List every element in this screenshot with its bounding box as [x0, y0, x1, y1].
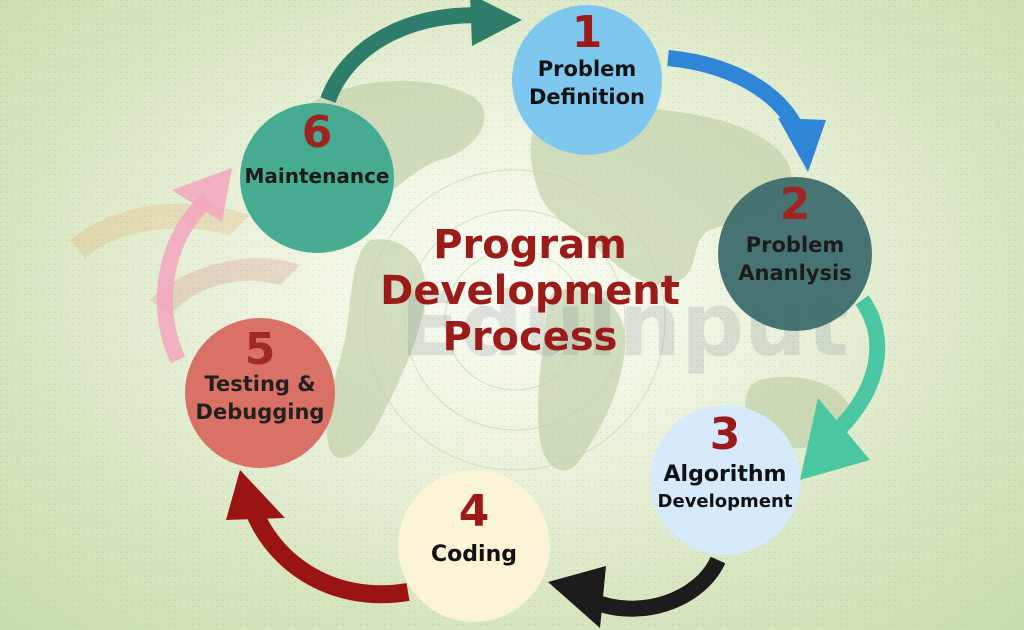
step-label-line: Debugging [195, 400, 325, 425]
arrow-5-to-6-head [172, 168, 232, 222]
step-number: 1 [571, 7, 603, 58]
step-number: 6 [301, 107, 333, 158]
title-line-1: Program [433, 222, 627, 268]
diagram-title: Program Development Process [360, 222, 700, 360]
step-label-line: Development [657, 490, 793, 512]
arrow-5-to-6 [157, 193, 214, 364]
arrow-4-to-5 [241, 497, 410, 604]
step-label: Maintenance [240, 163, 394, 190]
arrow-6-to-1 [320, 7, 491, 104]
step-label-line: Ananlysis [738, 261, 852, 286]
step-number: 2 [779, 179, 811, 230]
step-label-line: Maintenance [244, 164, 390, 188]
step-node-problem-definition: 1 Problem Definition [512, 5, 662, 155]
step-label: Problem Definition [512, 55, 662, 112]
step-node-testing-debugging: 5 Testing & Debugging [185, 318, 335, 468]
step-label: Algorithm Development [650, 460, 800, 514]
step-number: 4 [458, 486, 490, 537]
arrow-4-to-5-head [226, 470, 285, 520]
background-rings [364, 169, 666, 471]
arrow-3-to-4-head [548, 566, 606, 628]
step-label-line: Problem [745, 233, 845, 257]
arrow-6-to-1-head [470, 0, 522, 46]
step-node-algorithm-development: 3 Algorithm Development [650, 405, 800, 555]
step-label-line: Algorithm [663, 462, 787, 487]
arrow-3-to-4 [586, 556, 726, 617]
arrow-2-to-3-head [800, 398, 870, 480]
step-number: 5 [244, 324, 276, 375]
title-line-3: Process [442, 314, 618, 360]
step-label-line: Testing & [204, 372, 316, 396]
step-label-line: Problem [537, 57, 637, 81]
arrow-1-to-2-head [778, 118, 826, 172]
step-label-line: Definition [528, 85, 645, 110]
step-label: Coding [398, 540, 550, 570]
cycle-arrows [157, 0, 886, 628]
step-label: Testing & Debugging [185, 370, 335, 427]
step-number: 3 [709, 409, 741, 460]
arrow-2-to-3 [832, 295, 886, 436]
step-node-problem-analysis: 2 Problem Ananlysis [718, 177, 872, 331]
step-label: Problem Ananlysis [718, 231, 872, 288]
step-node-coding: 4 Coding [398, 470, 550, 622]
step-label-line: Coding [431, 542, 517, 567]
title-line-2: Development [380, 268, 680, 314]
step-node-maintenance: 6 Maintenance [240, 103, 394, 253]
